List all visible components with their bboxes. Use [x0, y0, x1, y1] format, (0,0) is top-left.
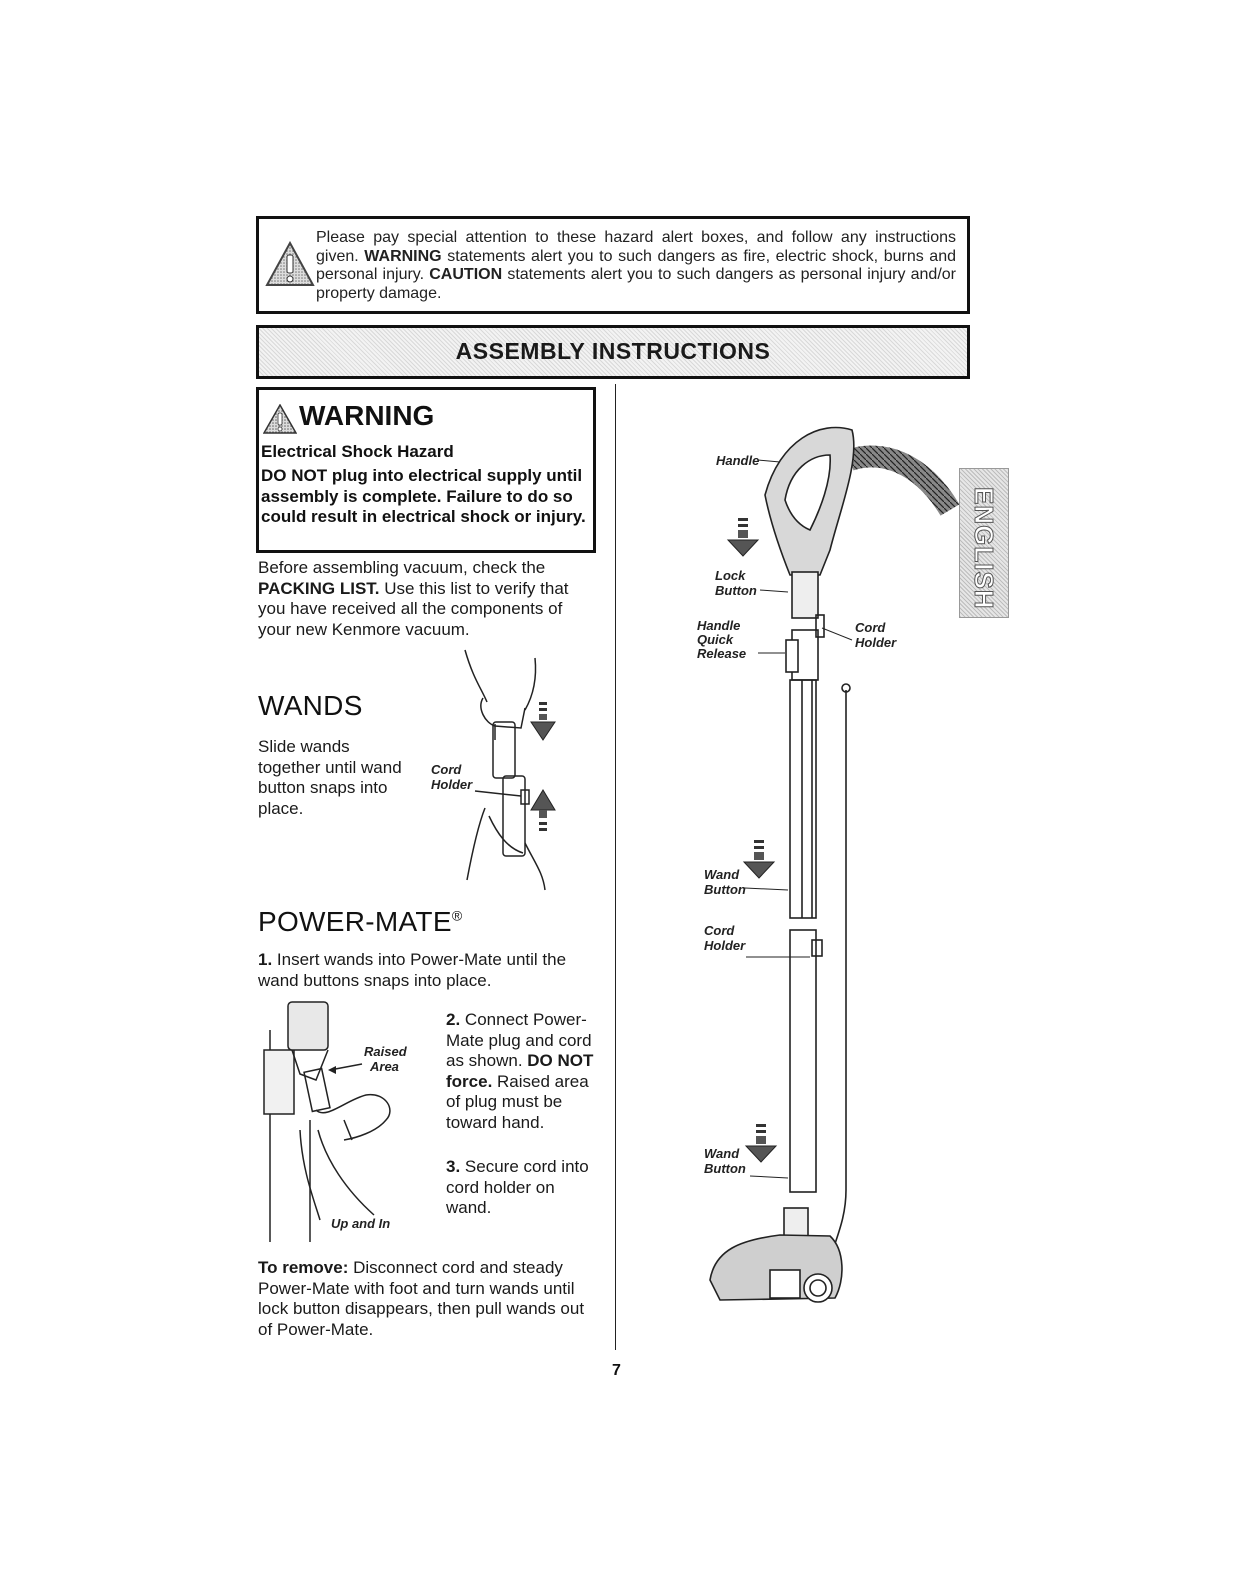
vacuum-assembly-diagram — [709, 426, 960, 1303]
column-divider — [615, 384, 616, 1350]
powermate-step2: 2. Connect Power-Mate plug and cord as s… — [446, 1010, 594, 1132]
warning-box: WARNING Electrical Shock Hazard DO NOT p… — [256, 387, 596, 553]
assembly-banner: ASSEMBLY INSTRUCTIONS — [256, 325, 970, 379]
powermate-plug-illustration — [263, 1001, 391, 1242]
diagram-label-lock-button: Button — [715, 583, 757, 598]
diagram-label-wand2-button: Button — [704, 1161, 746, 1176]
diagram-label-handle2: Handle — [697, 618, 741, 633]
diagram-label-handle: Handle — [716, 453, 760, 468]
wands-label-holder: Holder — [431, 777, 473, 792]
diagram-label-release: Release — [697, 646, 747, 661]
wands-illustration — [464, 649, 556, 891]
diagram-label-wand1: Wand — [704, 867, 740, 882]
hazard-notice-box: Please pay special attention to these ha… — [256, 216, 970, 314]
diagram-label-holder2: Holder — [704, 938, 746, 953]
powermate-step3: 3. Secure cord into cord holder on wand. — [446, 1157, 589, 1217]
page-number: 7 — [612, 1362, 621, 1379]
up-arrow-icon — [530, 789, 556, 831]
diagram-label-cord2: Cord — [704, 923, 735, 938]
label-up-and-in: Up and In — [331, 1216, 391, 1231]
diagram-label-lock: Lock — [715, 568, 746, 583]
wands-text: Slide wands together until wand button s… — [258, 737, 402, 818]
down-arrow-icon — [726, 518, 760, 557]
diagram-label-cord: Cord — [855, 620, 886, 635]
language-tab-label: ENGLISH — [969, 487, 1000, 611]
diagram-label-quick: Quick — [697, 632, 734, 647]
powermate-step1: 1. Insert wands into Power-Mate until th… — [258, 950, 567, 990]
down-arrow-icon — [742, 840, 776, 879]
warning-subheading: Electrical Shock Hazard — [261, 442, 454, 461]
remove-instructions: To remove: Disconnect cord and steady Po… — [258, 1258, 585, 1339]
diagram-label-wand2: Wand — [704, 1146, 740, 1161]
intro-paragraph: Before assembling vacuum, check the PACK… — [258, 558, 569, 639]
label-raised: Raised — [364, 1044, 407, 1059]
powermate-heading: POWER-MATE® — [258, 906, 463, 937]
diagram-label-wand1-button: Button — [704, 882, 746, 897]
warning-triangle-icon — [263, 404, 297, 434]
warning-body: DO NOT plug into electrical supply until… — [261, 466, 586, 526]
wands-heading: WANDS — [258, 690, 363, 721]
language-tab: ENGLISH — [959, 468, 1009, 618]
warning-triangle-icon — [265, 241, 315, 286]
diagram-label-holder: Holder — [855, 635, 897, 650]
wands-label-cord: Cord — [431, 762, 462, 777]
warning-heading: WARNING — [299, 400, 435, 431]
label-area: Area — [370, 1059, 399, 1074]
banner-title: ASSEMBLY INSTRUCTIONS — [455, 338, 771, 364]
hazard-notice-text: Please pay special attention to these ha… — [316, 229, 957, 302]
down-arrow-icon — [530, 702, 556, 741]
down-arrow-icon — [744, 1124, 778, 1163]
